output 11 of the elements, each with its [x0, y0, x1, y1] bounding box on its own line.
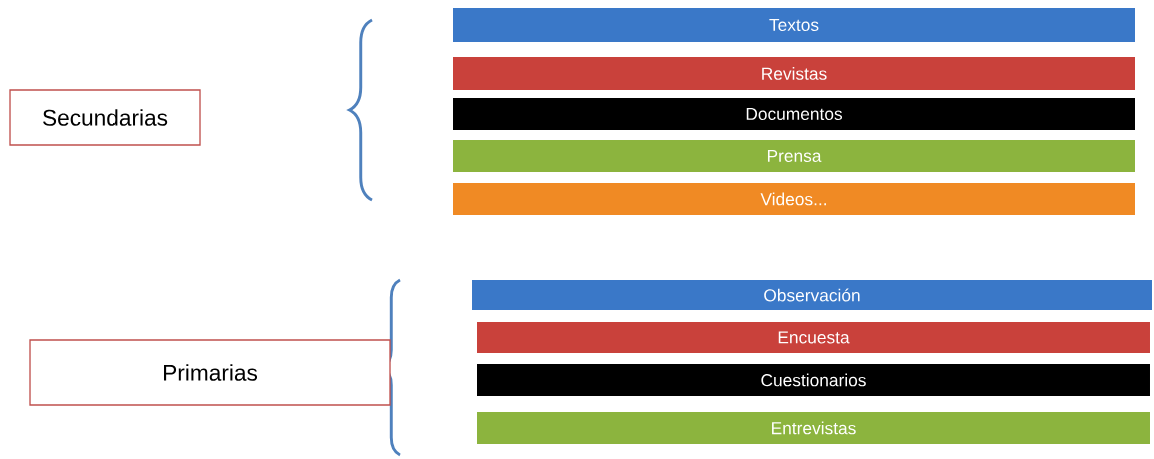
colored-bar: Documentos	[453, 98, 1135, 130]
colored-bar: Observación	[472, 280, 1152, 310]
colored-bar: Encuesta	[477, 322, 1150, 353]
colored-bar: Textos	[453, 8, 1135, 42]
category-box: Primarias	[29, 339, 391, 406]
category-box: Secundarias	[9, 89, 201, 146]
colored-bar: Revistas	[453, 57, 1135, 90]
colored-bar: Videos...	[453, 183, 1135, 215]
colored-bar: Entrevistas	[477, 412, 1150, 444]
colored-bar: Cuestionarios	[477, 364, 1150, 396]
colored-bar: Prensa	[453, 140, 1135, 172]
